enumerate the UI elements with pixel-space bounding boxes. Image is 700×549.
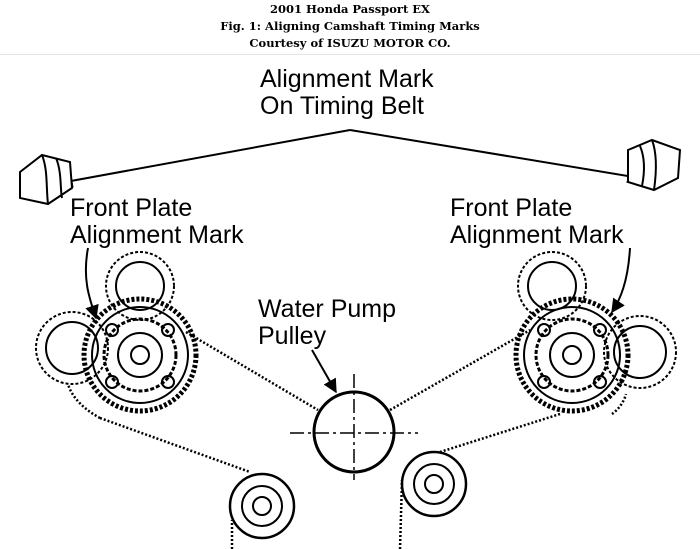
left-plate-label-line2: Alignment Mark <box>70 221 244 249</box>
left-plate-leader <box>84 247 99 320</box>
left-idler-pulley <box>228 472 296 540</box>
belt-mark-label-line2: On Timing Belt <box>260 92 424 120</box>
timing-belt <box>66 328 628 549</box>
caption-divider <box>0 54 700 55</box>
caption-figure: Fig. 1: Aligning Camshaft Timing Marks <box>220 19 480 33</box>
belt-mark-right <box>627 138 682 192</box>
caption-courtesy: Courtesy of ISUZU MOTOR CO. <box>249 36 451 50</box>
right-plate-leader <box>611 247 631 314</box>
left-cam-gear <box>35 251 199 414</box>
belt-mark-left <box>19 153 74 206</box>
pump-label-line2: Pulley <box>258 322 327 350</box>
left-plate-label-line1: Front Plate <box>70 194 193 222</box>
right-idler-pulley <box>400 450 468 518</box>
right-plate-label-line1: Front Plate <box>450 194 573 222</box>
water-pump-pulley <box>290 374 418 480</box>
pump-label-line1: Water Pump <box>258 295 397 323</box>
pump-leader <box>311 349 337 394</box>
right-plate-label-line2: Alignment Mark <box>450 221 624 249</box>
belt-mark-label-line1: Alignment Mark <box>260 65 434 93</box>
right-cam-gear <box>513 251 677 414</box>
belt-mark-leaders <box>58 129 642 188</box>
caption-title: 2001 Honda Passport EX <box>270 2 430 16</box>
